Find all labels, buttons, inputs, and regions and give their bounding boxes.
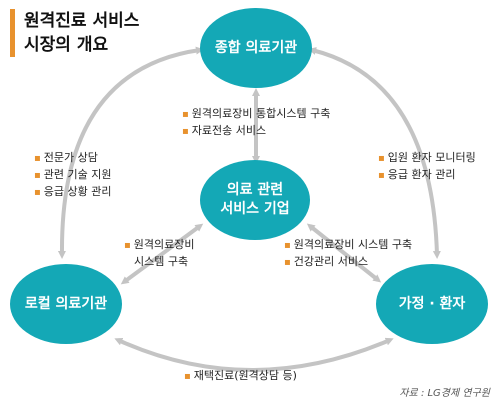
note-item: 원격의료장비 — [124, 237, 195, 254]
node-local-clinic-label: 로컬 의료기관 — [24, 295, 108, 312]
note-item: 원격의료장비 통합시스템 구축 — [182, 106, 331, 123]
node-general-hospital-label: 종합 의료기관 — [214, 39, 298, 56]
node-home-patient-label: 가정 · 환자 — [398, 295, 466, 312]
note-item: 재택진료(원격상담 등) — [184, 368, 297, 385]
note-right-arc: 입원 환자 모니터링 응급 환자 관리 — [378, 150, 476, 184]
note-left-arc: 전문가 상담 관련 기술 지원 응급 상황 관리 — [34, 150, 112, 201]
note-item: 관련 기술 지원 — [34, 167, 112, 184]
note-bottom: 재택진료(원격상담 등) — [184, 368, 297, 385]
note-item-continued: 시스템 구축 — [134, 255, 189, 268]
node-center-line-2: 서비스 기업 — [220, 201, 290, 217]
note-item: 입원 환자 모니터링 — [378, 150, 476, 167]
note-item: 응급 환자 관리 — [378, 167, 476, 184]
arrow-center-left — [120, 223, 204, 285]
note-item: 전문가 상담 — [34, 150, 112, 167]
node-center-line-1: 의료 관련 — [226, 182, 284, 198]
source-note: 자료 : LG경제 연구원 — [399, 388, 490, 399]
arc-top-left — [57, 46, 204, 259]
note-center-right: 원격의료장비 시스템 구축 건강관리 서비스 — [284, 237, 412, 271]
diagram-title: 원격진료 서비스 시장의 개요 — [10, 9, 139, 57]
note-item: 응급 상황 관리 — [34, 184, 112, 201]
node-general-hospital: 종합 의료기관 — [200, 8, 312, 88]
title-line-2: 시장의 개요 — [24, 35, 109, 55]
arc-top-right — [308, 47, 441, 259]
node-medical-service-company: 의료 관련 서비스 기업 — [200, 160, 310, 240]
note-top-center: 원격의료장비 통합시스템 구축 자료전송 서비스 — [182, 106, 331, 140]
note-item: 원격의료장비 시스템 구축 — [284, 237, 412, 254]
note-center-left: 원격의료장비 시스템 구축 — [124, 237, 195, 271]
note-item: 자료전송 서비스 — [182, 123, 330, 140]
note-item: 건강관리 서비스 — [284, 254, 412, 271]
node-home-patient: 가정 · 환자 — [376, 264, 488, 344]
title-line-1: 원격진료 서비스 — [24, 11, 140, 31]
arc-bottom — [114, 337, 394, 372]
node-local-clinic: 로컬 의료기관 — [10, 264, 122, 344]
